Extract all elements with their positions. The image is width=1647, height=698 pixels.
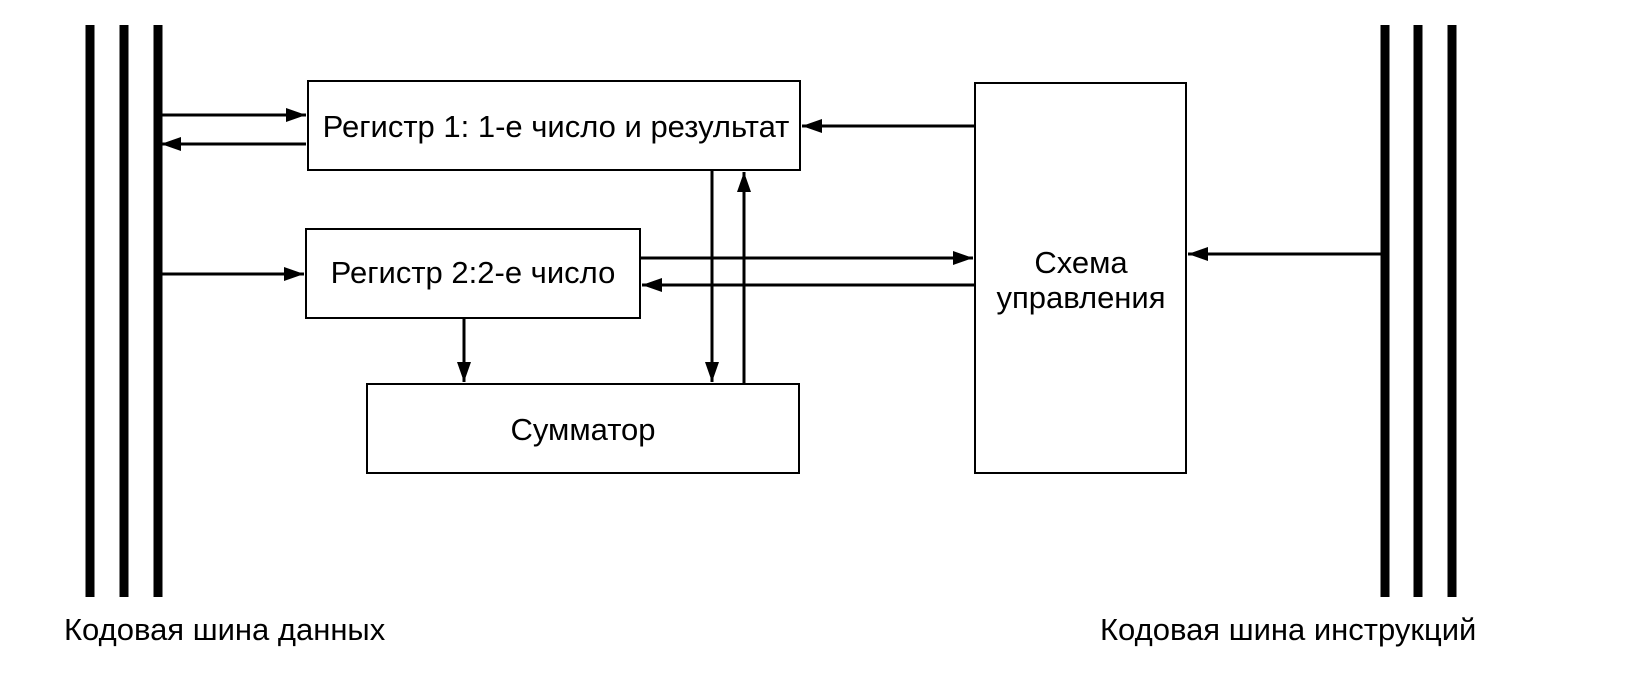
instruction-bus-label: Кодовая шина инструкций — [1100, 612, 1476, 647]
control-unit-block: Схема управления — [974, 82, 1187, 474]
register1-label: Регистр 1: 1-е число и результат — [323, 109, 790, 144]
connections — [160, 108, 1381, 384]
register2-block: Регистр 2:2-е число — [305, 228, 641, 319]
instruction-bus — [1380, 25, 1457, 597]
control-unit-label-line1: Схема — [1034, 245, 1128, 280]
control-unit-label-line2: управления — [996, 280, 1165, 315]
data-bus — [85, 25, 163, 597]
register1-block: Регистр 1: 1-е число и результат — [307, 80, 801, 171]
adder-label: Сумматор — [510, 412, 655, 447]
data-bus-label: Кодовая шина данных — [64, 612, 386, 647]
register2-label: Регистр 2:2-е число — [331, 255, 616, 290]
adder-block: Сумматор — [366, 383, 800, 474]
